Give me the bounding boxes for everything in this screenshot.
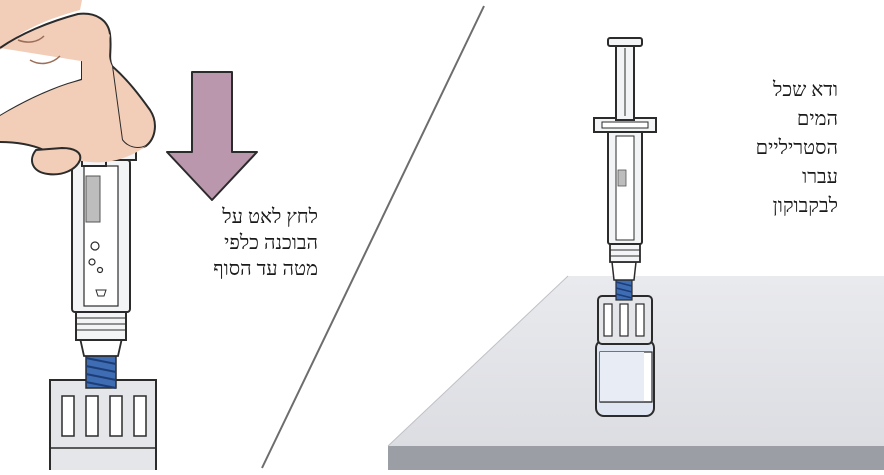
- right-caption-line: הסטריליים: [755, 137, 838, 159]
- syringe-barrel-left: [71, 159, 131, 313]
- right-panel: [387, 37, 884, 470]
- left-caption-line: מטה עד הסוף: [213, 258, 318, 280]
- down-arrow-icon: [166, 71, 258, 201]
- right-caption-line: המים: [796, 108, 838, 130]
- right-caption-line: לבקבוקון: [772, 195, 838, 217]
- hand-left: [0, 0, 156, 176]
- right-caption-line: ודא שכל: [772, 79, 838, 101]
- syringe-barrel-right: [607, 129, 643, 245]
- left-panel: [0, 0, 258, 473]
- left-caption-line: לחץ לאט על: [222, 206, 318, 228]
- vial-left: [49, 379, 157, 473]
- vial-right: [595, 295, 655, 417]
- left-caption-line: הבוכנה כלפי: [224, 232, 318, 254]
- syringe-collar-left: [75, 311, 127, 341]
- left-instruction-caption: לחץ לאט על הבוכנה כלפי מטה עד הסוף: [150, 204, 318, 282]
- syringe-collar-right: [609, 243, 641, 263]
- blue-spring-right: [615, 277, 633, 301]
- adapter-right: [611, 261, 637, 281]
- right-instruction-caption: ודא שכל המים הסטריליים עברו לבקבוקון: [690, 76, 838, 221]
- right-caption-line: עברו: [802, 166, 838, 188]
- blue-spring-left: [85, 351, 117, 389]
- panel-divider: [261, 5, 485, 469]
- plunger-rod-right: [607, 37, 643, 121]
